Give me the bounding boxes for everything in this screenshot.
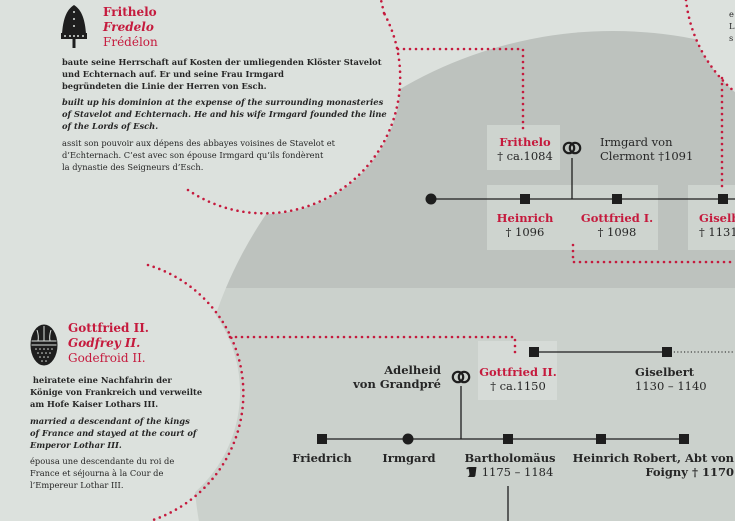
text-line: of Stavelot and Echternach. He and his w…: [62, 109, 387, 119]
person-name: Friedrich: [292, 451, 352, 465]
person-date: † ca.1084: [497, 149, 553, 163]
text-line: Emperor Lothar III.: [30, 440, 122, 450]
text-line: L: [729, 21, 735, 31]
text-line: of France and stayed at the court of: [30, 428, 197, 438]
scroll-icon: [466, 466, 478, 481]
person-name: Robert, Abt von: [633, 451, 734, 465]
text-line: d’Echternach. C’est avec son épouse Irmg…: [62, 150, 324, 160]
person-date: † 1098: [597, 225, 637, 239]
text-line: und Echternach auf. Er und seine Frau Ir…: [62, 69, 284, 79]
person-name: Gottfried II.: [479, 365, 557, 379]
wedding-rings-icon: [451, 369, 471, 388]
text-line: married a descendant of the kings: [30, 416, 190, 426]
person-name: Giselbert: [699, 211, 735, 225]
person-name: Frithelo: [499, 135, 551, 149]
person-date: † ca.1150: [490, 379, 546, 393]
node-irmgard[interactable]: Irmgard: [382, 451, 435, 465]
text-line: l’Empereur Lothar III.: [30, 480, 124, 490]
text-line: la dynastie des Seigneurs d’Esch.: [62, 162, 204, 172]
gottfried-text-en: married a descendant of the kings of Fra…: [30, 415, 196, 451]
node-robert[interactable]: Robert, Abt von Foigny † 1170: [633, 451, 734, 479]
node-gottfried-i[interactable]: Gottfried I. † 1098: [581, 211, 653, 239]
text-line: built up his dominion at the expense of …: [62, 97, 384, 107]
node-bartholomaeus[interactable]: Bartholomäus 1175 – 1184: [464, 451, 555, 481]
node-giselbert-gen3[interactable]: Giselbert 1130 – 1140: [635, 365, 707, 393]
partial-text-top-right: e L s: [729, 8, 735, 44]
gottfried-text-fr: épousa une descendante du roi de France …: [30, 455, 174, 491]
node-frithelo[interactable]: Frithelo † ca.1084: [497, 135, 553, 163]
gottfried-name-en: Godfrey II.: [68, 336, 141, 350]
person-name: Gottfried I.: [580, 211, 654, 225]
person-name: Heinrich: [496, 211, 554, 225]
person-name: Adelheid: [384, 363, 441, 377]
person-date: † 1131: [699, 225, 735, 239]
text-line: e: [729, 9, 734, 19]
text-line: Könige von Frankreich und verweilte: [30, 387, 203, 397]
text-line: heiratete eine Nachfahrin der: [30, 375, 172, 385]
person-date: 1175 – 1184: [481, 465, 554, 479]
node-irmgard-von-clermont[interactable]: Irmgard von Clermont †1091: [600, 135, 693, 163]
text-line: épousa une descendante du roi de: [30, 456, 175, 466]
person-date-row: 1175 – 1184: [464, 465, 555, 481]
node-friedrich[interactable]: Friedrich: [292, 451, 352, 465]
gottfried-name-de: Gottfried II.: [68, 321, 149, 335]
frithelo-text-en: built up his dominion at the expense of …: [62, 96, 387, 132]
frithelo-name-de: Frithelo: [103, 5, 157, 19]
frithelo-text-de: baute seine Herrschaft auf Kosten der um…: [62, 56, 382, 92]
text-line: begründeten die Linie der Herren von Esc…: [62, 81, 267, 91]
text-line: of the Lords of Esch.: [62, 121, 159, 131]
nasal-helmet-icon: [61, 4, 87, 53]
text-line: am Hofe Kaiser Lothars III.: [30, 399, 159, 409]
person-name: Giselbert: [635, 365, 695, 379]
text-line: assit son pouvoir aux dépens des abbayes…: [62, 138, 336, 148]
text-line: baute seine Herrschaft auf Kosten der um…: [62, 57, 382, 67]
frithelo-text-fr: assit son pouvoir aux dépens des abbayes…: [62, 137, 335, 173]
person-name: Irmgard von: [600, 135, 673, 149]
gottfried-text-de: heiratete eine Nachfahrin der Könige von…: [30, 374, 202, 410]
wedding-rings-icon: [562, 140, 582, 159]
node-gottfried-ii[interactable]: Gottfried II. † ca.1150: [479, 365, 557, 393]
node-giselbert[interactable]: Giselbert † 1131: [699, 211, 735, 239]
person-date: Foigny † 1170: [645, 465, 734, 479]
node-adelheid-von-grandpre[interactable]: Adelheid von Grandpré: [353, 363, 441, 391]
gottfried-name-fr: Godefroid II.: [68, 351, 146, 365]
person-name: von Grandpré: [353, 377, 441, 391]
frithelo-name-en: Fredelo: [103, 20, 154, 34]
text-line: France et séjourna à la Cour de: [30, 468, 164, 478]
node-heinrich[interactable]: Heinrich † 1096: [497, 211, 554, 239]
node-heinrich-gen4[interactable]: Heinrich: [573, 451, 630, 465]
great-helm-icon: [30, 324, 58, 370]
text-line: s: [729, 33, 734, 43]
person-date: 1130 – 1140: [635, 379, 707, 393]
person-name: Bartholomäus: [464, 451, 556, 465]
frithelo-name-fr: Frédélon: [103, 35, 158, 49]
person-name: Irmgard: [382, 451, 436, 465]
person-name: Heinrich: [572, 451, 630, 465]
person-date: † 1096: [505, 225, 545, 239]
person-date: Clermont †1091: [600, 149, 694, 163]
